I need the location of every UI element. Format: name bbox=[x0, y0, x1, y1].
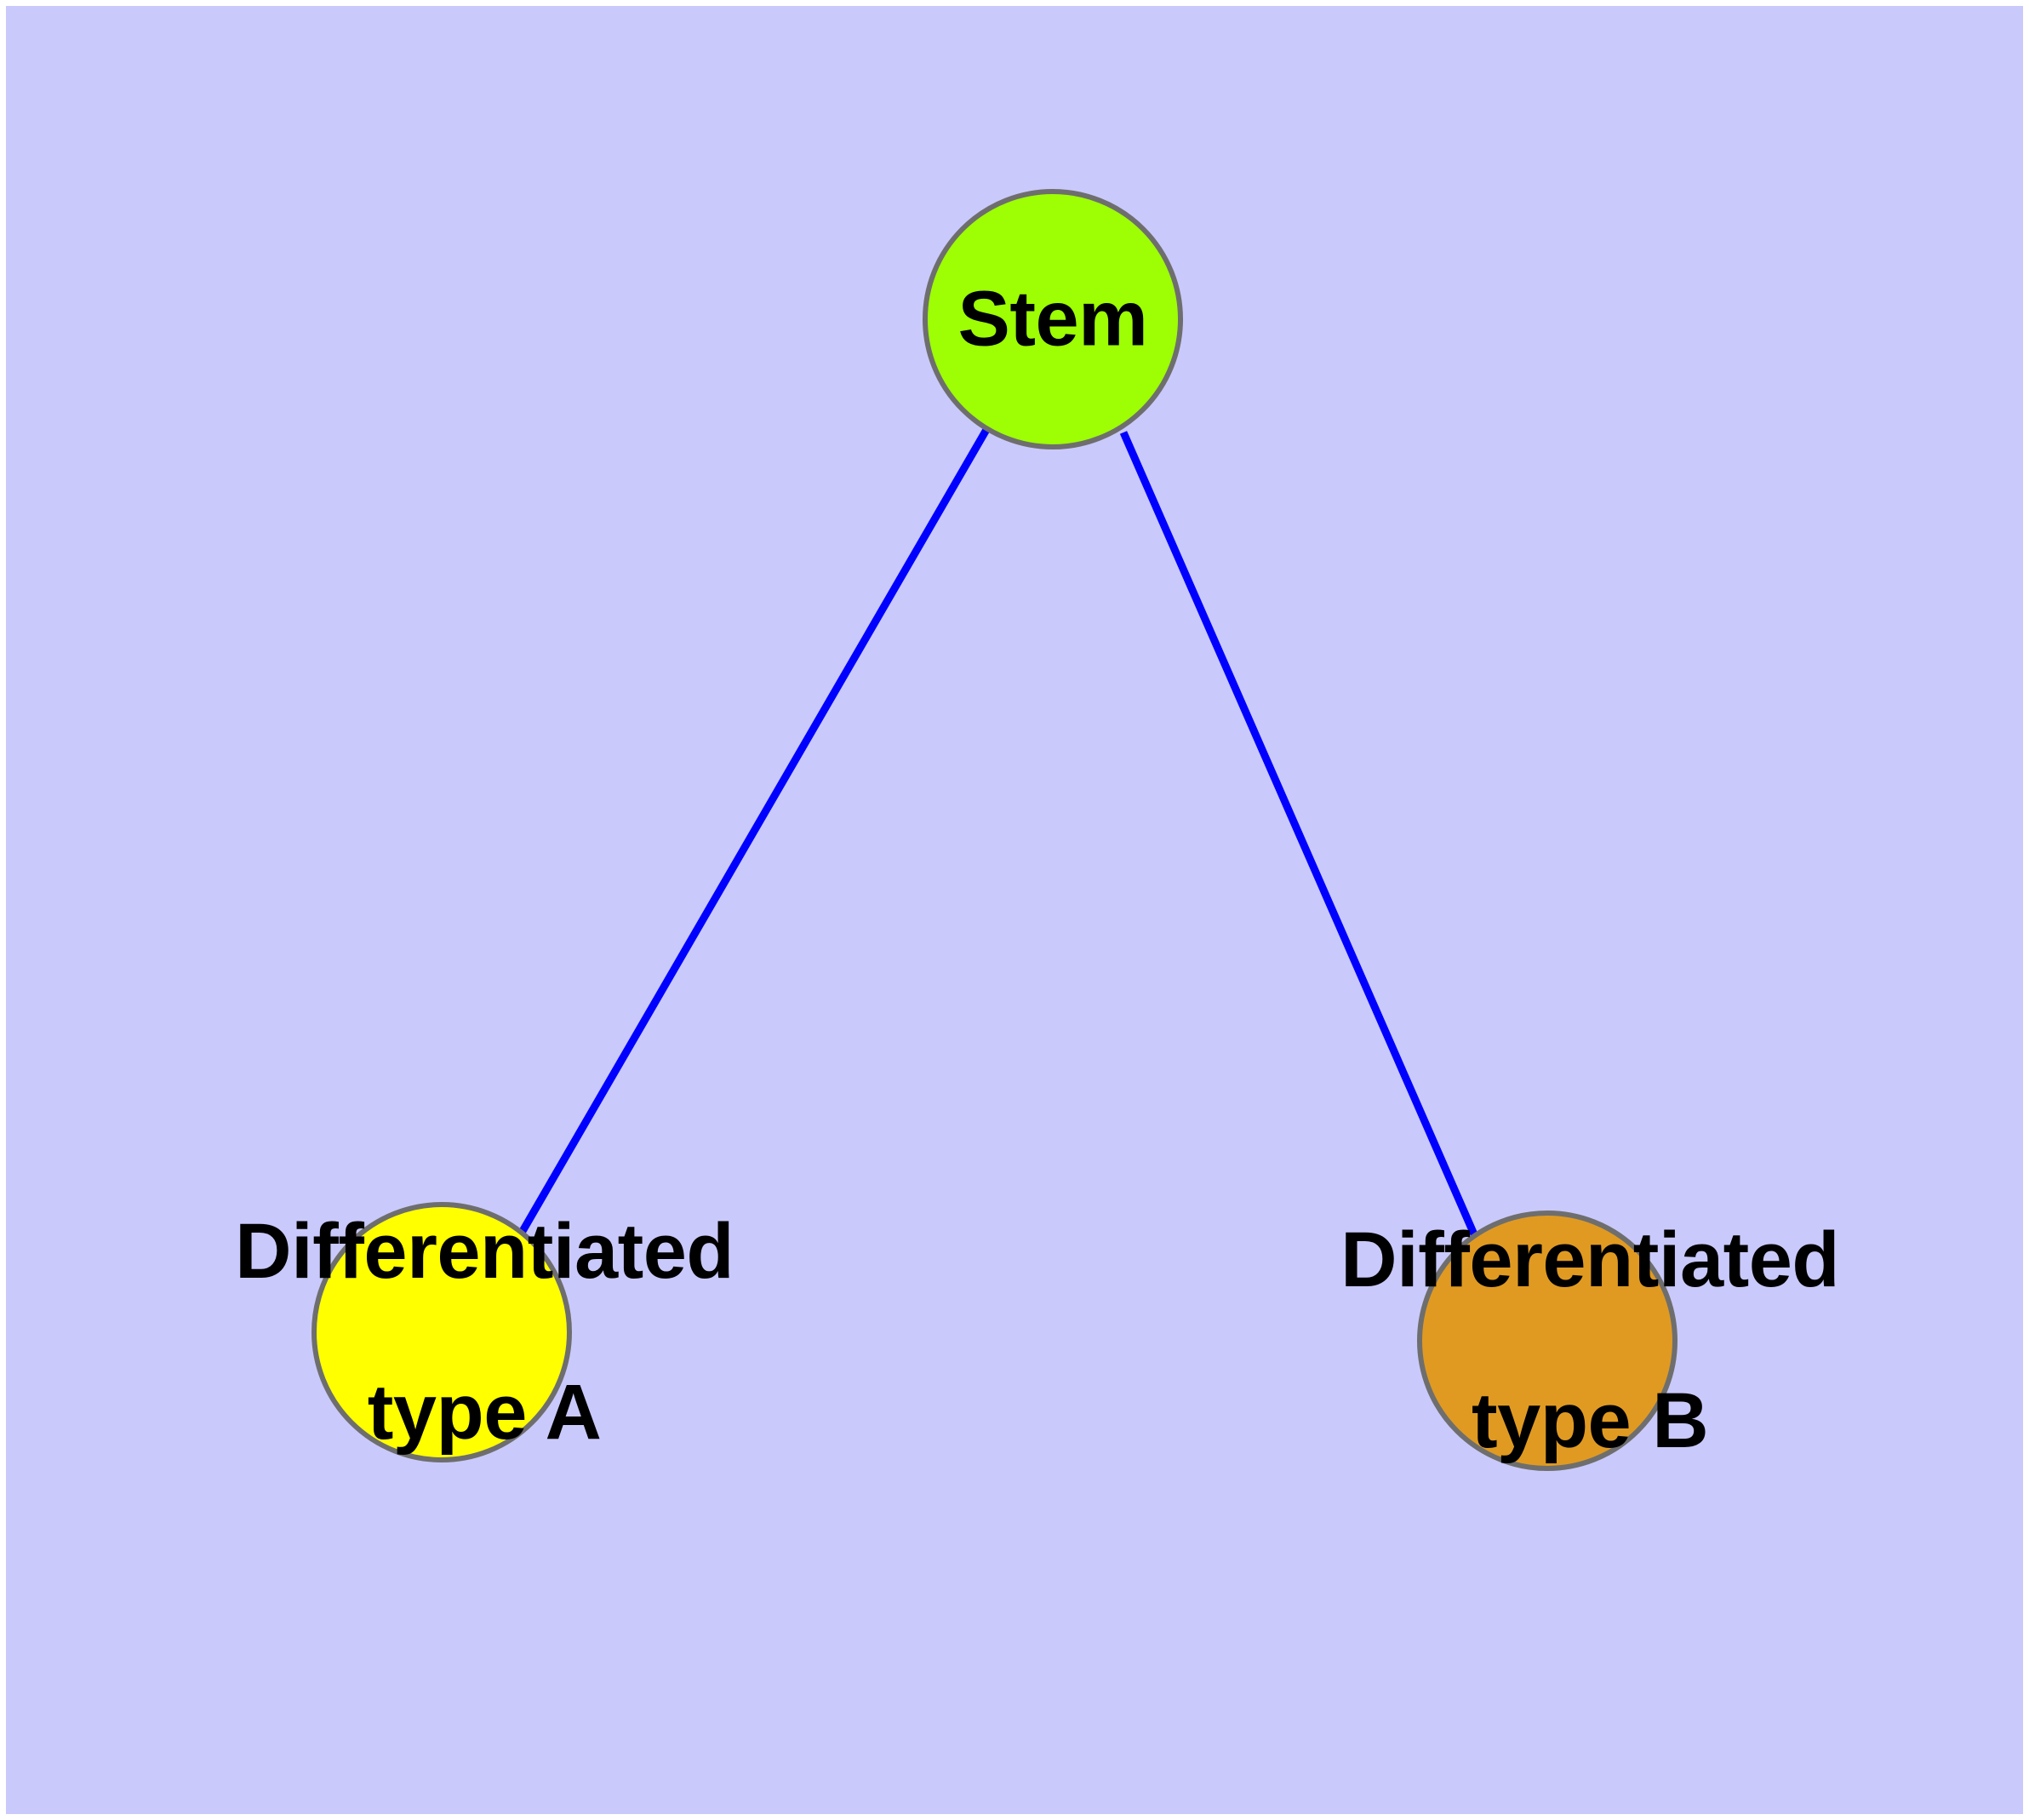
node-stem[interactable] bbox=[923, 189, 1183, 449]
node-layer bbox=[311, 189, 1677, 1471]
node-differentiated-type-b[interactable] bbox=[1417, 1210, 1677, 1471]
edge-stem-to-differentiated-type-a[interactable] bbox=[518, 426, 991, 1235]
node-differentiated-type-a[interactable] bbox=[311, 1202, 572, 1462]
edge-stem-to-differentiated-type-b[interactable] bbox=[1119, 431, 1478, 1236]
edge-layer bbox=[518, 426, 1478, 1236]
